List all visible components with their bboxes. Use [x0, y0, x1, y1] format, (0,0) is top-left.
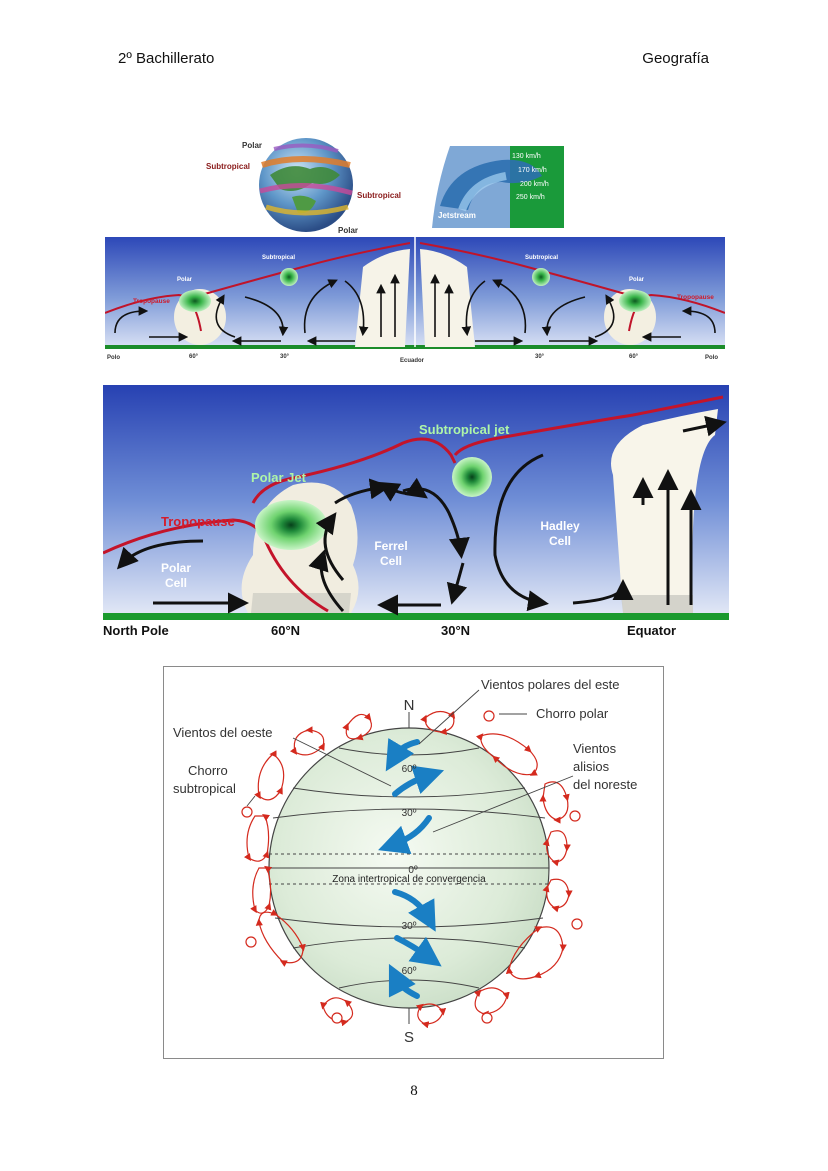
small-ground-30-right: 30° — [535, 354, 545, 360]
jet-speed-2: 170 km/h — [518, 167, 547, 174]
label-polar-easterlies: Vientos polares del este — [481, 677, 620, 692]
label-hadley-cell-2: Cell — [549, 534, 571, 548]
compass-north: N — [404, 697, 415, 714]
label-trade-winds-1: Vientos — [573, 741, 617, 756]
small-tropopause-right: Tropopause — [677, 294, 714, 301]
small-ground-ecuador: Ecuador — [400, 358, 425, 364]
jet-speed-3: 200 km/h — [520, 181, 549, 188]
small-subtropical-right: Subtropical — [525, 255, 558, 261]
jet-speed-1: 130 km/h — [512, 153, 541, 160]
globe-label-subtropical-left: Subtropical — [206, 162, 250, 171]
globe-label-polar-bottom: Polar — [338, 226, 358, 235]
jetstream-figure: 130 km/h 170 km/h 200 km/h 250 km/h Jets… — [432, 146, 564, 228]
label-subtropical-jet-1: Chorro — [188, 763, 228, 778]
label-polar-jet-stream: Chorro polar — [536, 706, 609, 721]
label-tropopause: Tropopause — [161, 514, 235, 529]
label-subtropical-jet-2: subtropical — [173, 781, 236, 796]
label-lat-60-north: 60º — [402, 764, 417, 775]
jet-speed-4: 250 km/h — [516, 194, 545, 201]
label-polar-cell-1: Polar — [161, 561, 191, 575]
globe-label-polar-top: Polar — [242, 141, 262, 150]
ground-north-pole: North Pole — [103, 623, 169, 638]
small-ground-60-left: 60° — [189, 354, 199, 360]
label-subtropical-jet: Subtropical jet — [419, 422, 510, 437]
ground-equator: Equator — [627, 623, 676, 638]
ground-60n: 60°N — [271, 623, 300, 638]
globe-jets-figure: Polar Subtropical Subtropical Polar — [206, 138, 401, 235]
jetstream-label: Jetstream — [438, 211, 476, 220]
label-lat-30-south: 30º — [402, 921, 417, 932]
label-lat-60-south: 60º — [402, 966, 417, 977]
small-ground-polo-right: Polo — [705, 355, 718, 361]
label-lat-0: 0º — [408, 865, 418, 876]
small-ground-polo-left: Polo — [107, 355, 120, 361]
label-ferrel-cell-1: Ferrel — [374, 539, 407, 553]
label-polar-jet: Polar Jet — [251, 470, 307, 485]
label-itcz: Zona intertropical de convergencia — [332, 874, 486, 885]
page-number: 8 — [410, 1083, 418, 1099]
label-lat-30-north: 30º — [402, 808, 417, 819]
globe-label-subtropical-right: Subtropical — [357, 191, 401, 200]
ground-30n: 30°N — [441, 623, 470, 638]
small-ground-30-left: 30° — [280, 354, 290, 360]
compass-south: S — [404, 1029, 414, 1046]
small-polar-right: Polar — [629, 277, 645, 283]
small-subtropical-left: Subtropical — [262, 255, 295, 261]
label-ferrel-cell-2: Cell — [380, 554, 402, 568]
header-subject: Geografía — [642, 50, 709, 67]
small-ground-60-right: 60° — [629, 354, 639, 360]
label-hadley-cell-1: Hadley — [540, 519, 580, 533]
label-westerlies: Vientos del oeste — [173, 725, 273, 740]
small-tropopause-left: Tropopause — [133, 298, 170, 305]
label-polar-cell-2: Cell — [165, 576, 187, 590]
header-course: 2º Bachillerato — [118, 50, 215, 67]
large-circulation-diagram: Subtropical jet Polar Jet Tropopause Pol… — [103, 385, 729, 641]
label-trade-winds-3: del noreste — [573, 777, 637, 792]
wind-belts-diagram: N S Vientos polares del este Chorro pola… — [163, 666, 664, 1059]
small-polar-left: Polar — [177, 277, 193, 283]
small-circulation-diagram: Tropopause Polar Subtropical Tropopause … — [105, 237, 725, 365]
label-trade-winds-2: alisios — [573, 759, 610, 774]
